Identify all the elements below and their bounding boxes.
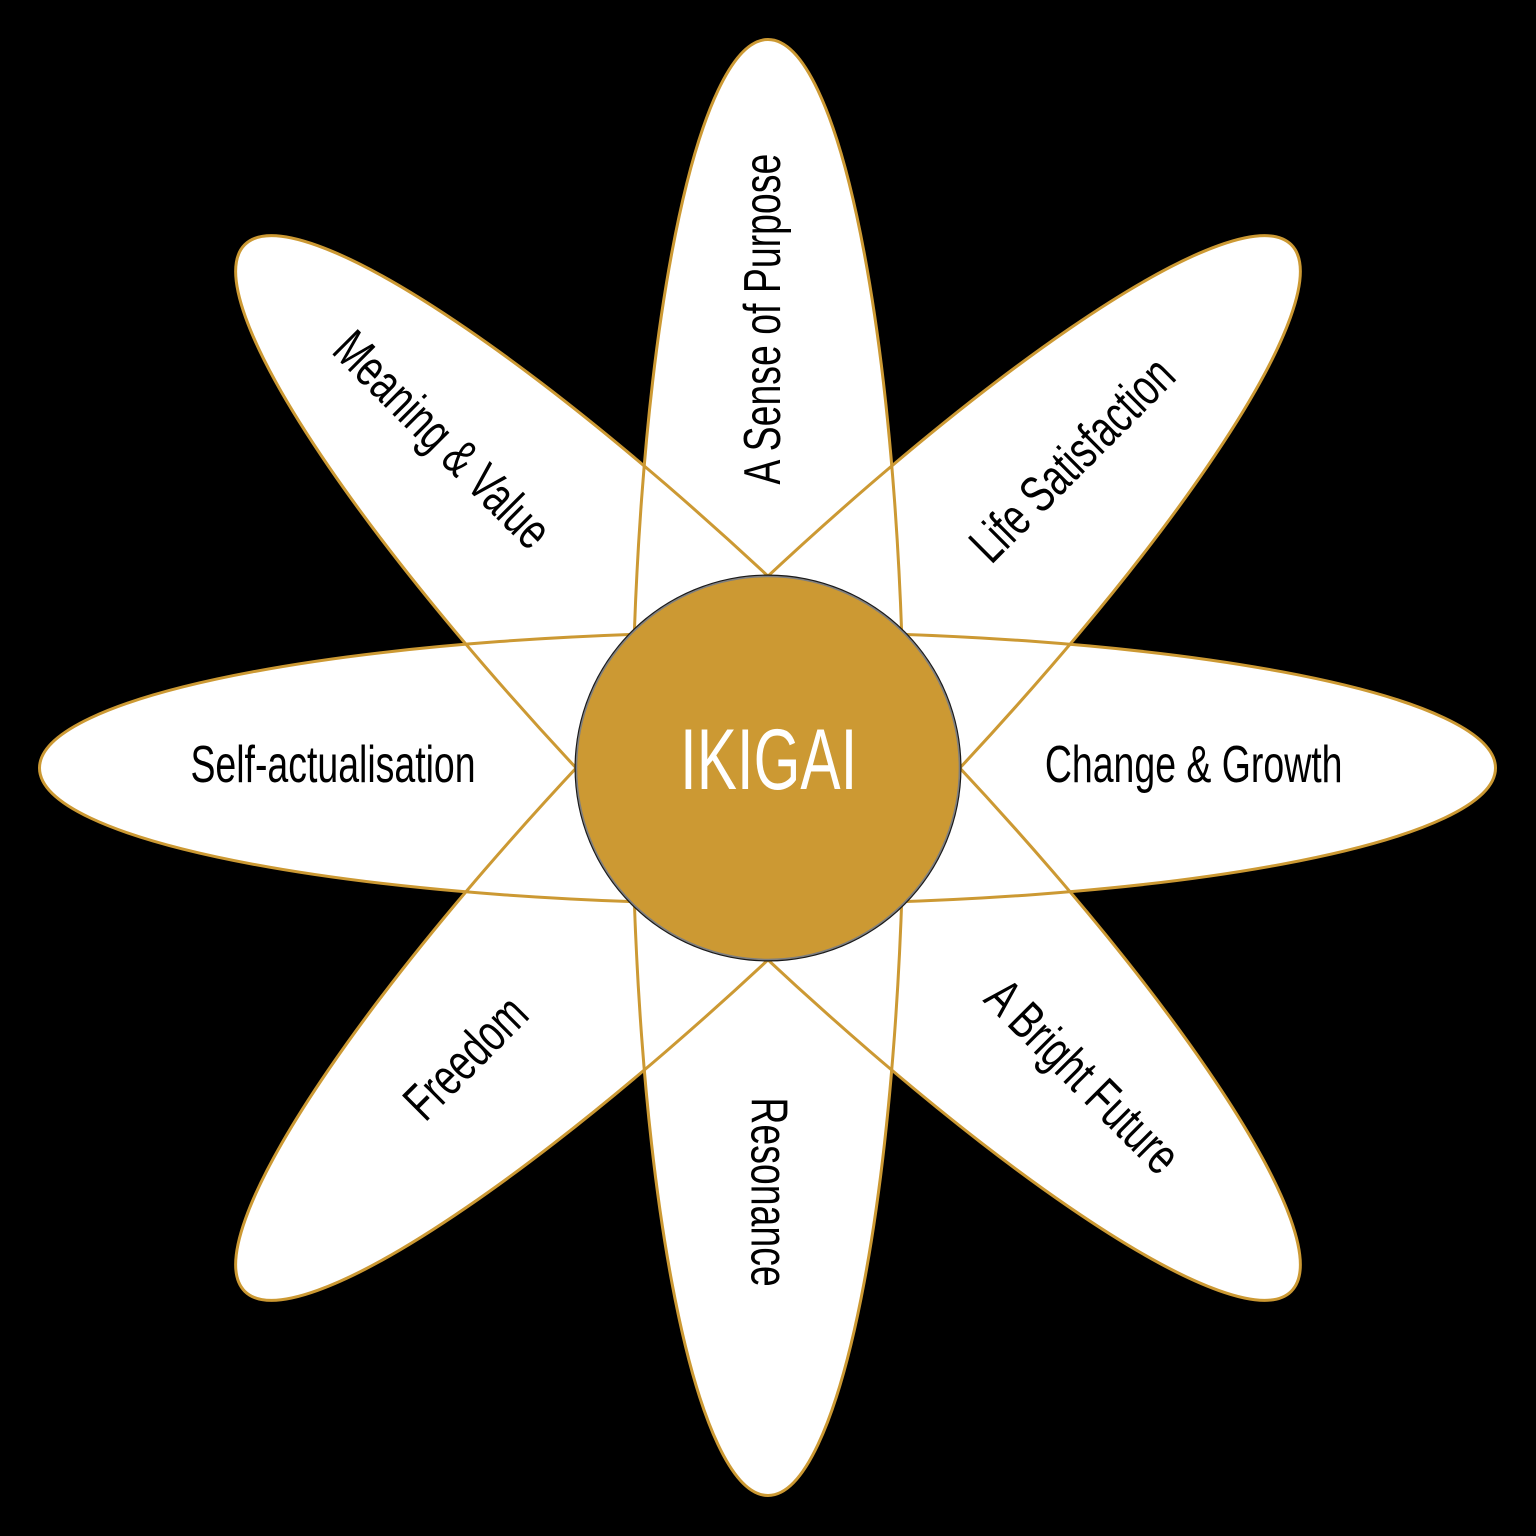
center-title-text: IKIGAI bbox=[679, 712, 857, 808]
petal-label-text: Resonance bbox=[739, 1097, 797, 1287]
center-circle bbox=[574, 574, 962, 962]
petal-label-text: Change & Growth bbox=[1044, 736, 1342, 794]
petal-label-text: A Sense of Purpose bbox=[734, 153, 792, 485]
petal-label-self-actualisation: Self-actualisation bbox=[135, 739, 531, 791]
petal-label-change-and-growth: Change & Growth bbox=[987, 739, 1400, 791]
petal-label-resonance: Resonance bbox=[739, 1061, 797, 1324]
center-title-ikigai: IKIGAI bbox=[642, 717, 895, 803]
petal-label-text: Self-actualisation bbox=[190, 736, 476, 794]
center-circle-fill bbox=[575, 575, 961, 961]
petal-label-a-sense-of-purpose: A Sense of Purpose bbox=[734, 89, 792, 549]
